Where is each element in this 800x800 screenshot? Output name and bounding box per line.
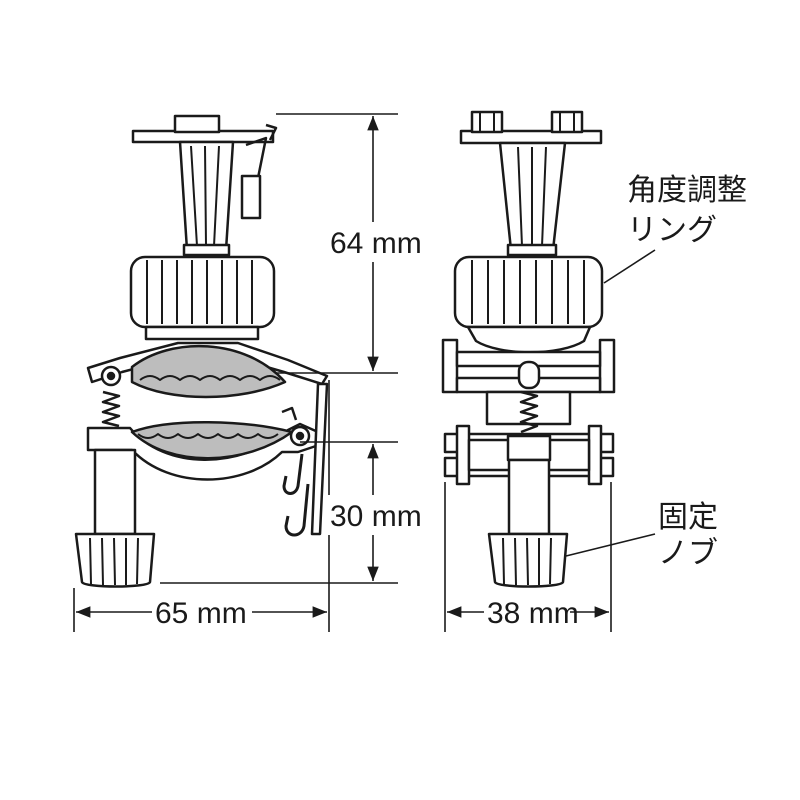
front-neck [178,140,235,257]
side-top-plate [459,110,603,145]
dim-label-38: 38 mm [487,597,579,630]
front-screw [101,390,121,428]
front-side-tab [240,136,268,220]
leader-angle-ring [603,249,656,284]
side-neck [498,141,567,257]
side-upper-clamp [441,338,616,394]
dim-label-65: 65 mm [155,597,247,630]
front-top-plate [131,114,278,144]
front-fix-knob [74,532,156,588]
label-fix-knob-line1: 固定 [658,500,718,535]
dim-label-64: 64 mm [330,227,422,260]
front-view [74,114,329,588]
front-post [93,448,137,536]
front-angle-ring [129,255,276,341]
front-latch [281,382,329,537]
front-upper-clamp [86,341,329,399]
label-angle-ring-line1: 角度調整 [627,173,747,208]
side-angle-ring [453,255,604,354]
leader-fix-knob [565,533,656,557]
front-lower-clamp [86,421,320,481]
side-post [507,458,551,536]
side-screw [485,390,572,434]
side-view [441,110,616,588]
label-fix-knob-line2: ノブ [658,536,718,571]
label-angle-ring-line2: リング [627,213,717,248]
side-fix-knob [487,532,569,588]
dim-label-30: 30 mm [330,500,422,533]
